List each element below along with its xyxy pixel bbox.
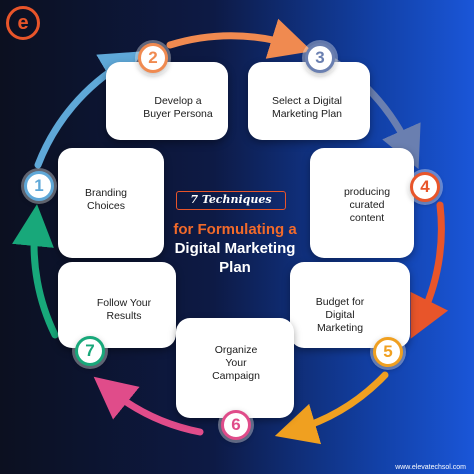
center-title-line-2: Digital Marketing xyxy=(174,240,296,257)
step-card-6 xyxy=(176,318,294,418)
step-card-3 xyxy=(248,62,370,140)
arrow-4-to-5 xyxy=(410,201,449,339)
step-badge-1: 1 xyxy=(24,171,54,201)
step-label-2: Develop a Buyer Persona xyxy=(143,95,213,120)
arrow-7-to-1 xyxy=(12,204,59,339)
arrow-5-to-6 xyxy=(274,371,389,445)
step-label-3: Select a Digital Marketing Plan xyxy=(271,95,343,120)
step-badge-6: 6 xyxy=(221,410,251,440)
step-card-2 xyxy=(106,62,228,140)
center-title-line-3: Plan xyxy=(219,259,251,276)
footer-url: www.elevatechsol.com xyxy=(395,464,466,471)
step-card-7 xyxy=(58,262,176,348)
step-card-5 xyxy=(290,262,410,348)
center-tag: 7 Techniques xyxy=(176,191,286,210)
step-badge-4: 4 xyxy=(410,172,440,202)
step-card-1 xyxy=(58,148,164,258)
step-label-7: Follow Your Results xyxy=(96,297,152,322)
step-badge-2: 2 xyxy=(138,43,168,73)
step-label-4: producing curated content xyxy=(343,186,391,224)
arrow-2-to-3 xyxy=(166,18,313,59)
step-badge-5: 5 xyxy=(373,337,403,367)
step-card-4 xyxy=(310,148,414,258)
center-title-line-1: for Formulating a xyxy=(173,221,297,238)
step-label-6: Organize Your Campaign xyxy=(212,344,260,382)
step-badge-3: 3 xyxy=(305,43,335,73)
step-badge-7: 7 xyxy=(75,336,105,366)
step-label-5: Budget for Digital Marketing xyxy=(315,296,365,334)
arrow-6-to-7 xyxy=(93,376,204,436)
step-label-1: Branding Choices xyxy=(84,187,128,212)
brand-logo: e xyxy=(6,6,40,40)
